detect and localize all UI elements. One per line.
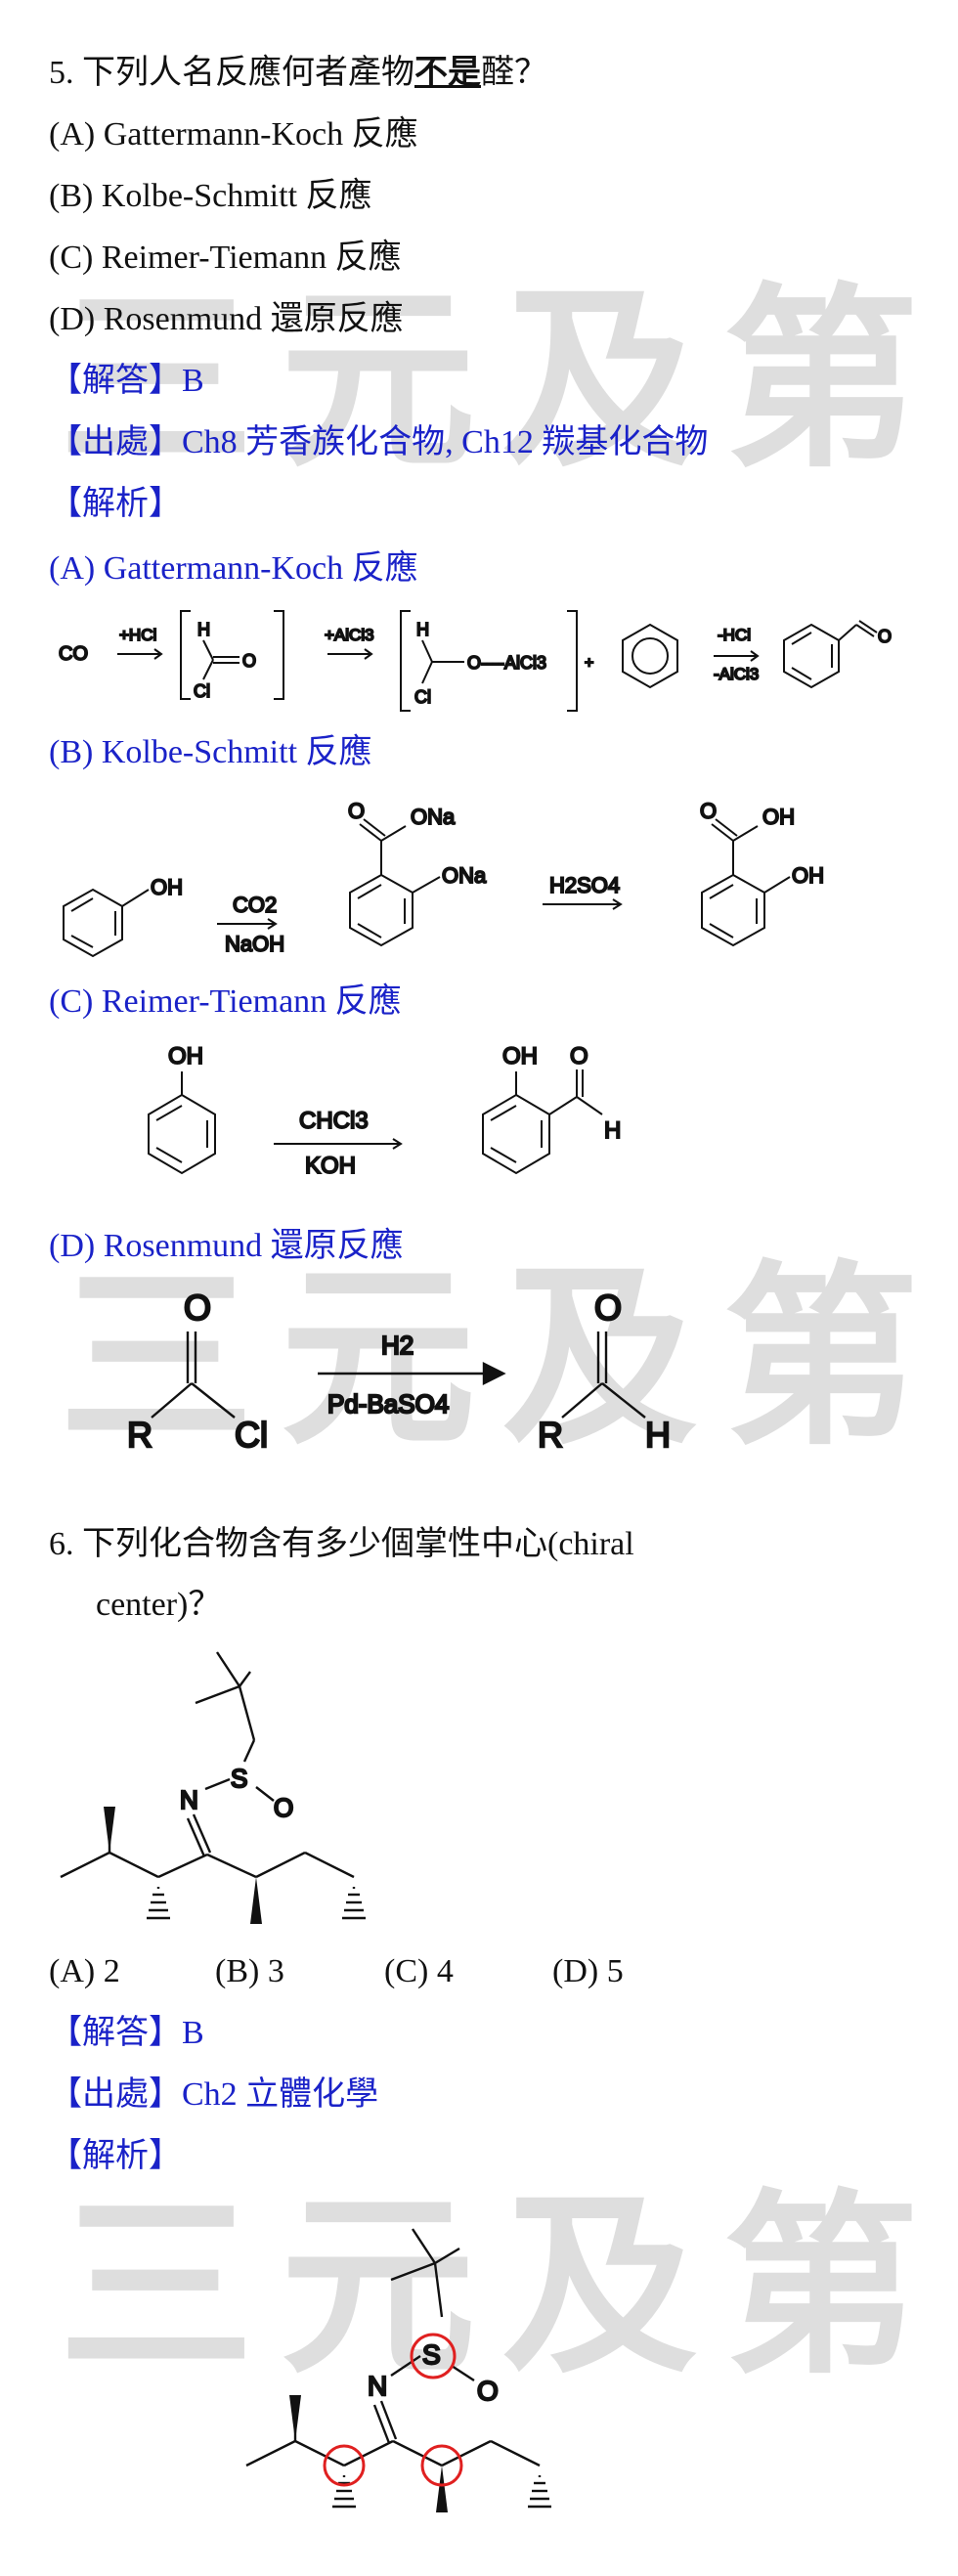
chiral-center-circle [323,2444,366,2487]
heading-rosenmund: (D) Rosenmund 還原反應 [49,1228,404,1264]
svg-text:O: O [184,1288,211,1328]
question-6-molecule: S O N [60,1651,366,1924]
svg-text:O: O [594,1288,622,1328]
svg-text:H: H [604,1117,621,1144]
q6-source-label: 【出處】Ch2 立體化學 [49,2076,379,2113]
svg-text:H: H [197,620,210,639]
watermark: 三元及第 [59,2173,919,2401]
svg-text:R: R [127,1415,152,1455]
option-d: (D) Rosenmund 還原反應 [49,301,404,337]
rosenmund-scheme: O R Cl H2 Pd-BaSO4 O R H [126,1287,672,1456]
q6-answer-label: 【解答】B [49,2015,204,2051]
watermark: 三元及第 [59,267,919,495]
gattermann-koch-scheme: CO +HCl H O Cl +AlCl3 H O----AlCl3 Cl + … [58,610,893,712]
svg-text:H: H [645,1415,671,1455]
svg-text:OH: OH [151,875,183,899]
q6-analysis-molecule: S O N [245,2228,551,2512]
svg-text:CO: CO [59,643,88,665]
reimer-tiemann-scheme: OH CHCl3 KOH OH O H [148,1042,622,1180]
svg-text:OH: OH [168,1043,203,1070]
kolbe-schmitt-scheme: OH CO2 NaOH O ONa ONa H2SO4 O OH OH [63,798,825,958]
heading-reimer-tiemann: (C) Reimer-Tiemann 反應 [49,983,402,1020]
question-6-stem-cont: center)？ [96,1587,222,1623]
analysis-label: 【解析】 [49,486,182,522]
option-b: (B) Kolbe-Schmitt 反應 [49,178,372,214]
svg-text:O: O [477,2376,499,2406]
svg-text:ONa: ONa [442,863,487,888]
svg-text:H2SO4: H2SO4 [549,873,620,897]
q6-option-b: (B) 3 [215,1953,284,1989]
svg-text:-HCl: -HCl [718,626,751,644]
svg-text:Cl: Cl [235,1415,268,1455]
heading-kolbe-schmitt: (B) Kolbe-Schmitt 反應 [49,734,372,770]
svg-text:CHCl3: CHCl3 [299,1108,369,1134]
svg-text:KOH: KOH [305,1153,356,1179]
q6-option-c: (C) 4 [384,1953,454,1989]
answer-label: 【解答】B [49,363,204,399]
svg-text:+: + [585,655,593,672]
svg-text:OH: OH [762,805,795,829]
watermark: 三元及第 [59,1244,919,1472]
svg-text:O: O [274,1793,293,1822]
svg-text:OH: OH [792,863,824,888]
chiral-center-circle [420,2444,463,2487]
svg-text:O----AlCl3: O----AlCl3 [467,653,546,673]
q6-analysis-label: 【解析】 [49,2138,182,2174]
svg-text:O: O [700,799,717,823]
svg-text:H2: H2 [381,1331,414,1360]
svg-text:S: S [231,1764,247,1793]
svg-text:OH: OH [502,1043,538,1070]
svg-text:S: S [422,2339,441,2370]
svg-text:O: O [570,1043,588,1070]
option-c: (C) Reimer-Tiemann 反應 [49,240,402,276]
svg-text:+AlCl3: +AlCl3 [325,626,374,644]
svg-text:N: N [180,1785,198,1814]
question-6-stem: 6. 下列化合物含有多少個掌性中心(chiral [49,1526,634,1562]
svg-text:R: R [538,1415,563,1455]
q6-option-a: (A) 2 [49,1953,120,1989]
chiral-center-circle [410,2333,457,2380]
svg-text:H: H [416,620,429,639]
svg-text:CO2: CO2 [233,893,277,917]
svg-text:-AlCl3: -AlCl3 [714,665,759,683]
svg-text:O: O [348,799,365,823]
option-a: (A) Gattermann-Koch 反應 [49,116,418,153]
svg-text:+HCl: +HCl [119,626,156,644]
svg-text:Cl: Cl [414,687,431,707]
svg-text:O: O [878,627,892,646]
svg-text:N: N [368,2371,387,2401]
q6-option-d: (D) 5 [552,1953,624,1989]
svg-text:NaOH: NaOH [225,932,284,956]
source-label: 【出處】Ch8 芳香族化合物, Ch12 羰基化合物 [49,424,709,460]
heading-gattermann-koch: (A) Gattermann-Koch 反應 [49,550,418,587]
svg-text:Pd-BaSO4: Pd-BaSO4 [327,1389,449,1419]
svg-text:Cl: Cl [194,681,210,701]
emphasis-not: 不是 [414,55,481,91]
question-5-stem: 5. 下列人名反應何者產物不是醛？ [49,55,547,91]
svg-text:ONa: ONa [411,805,456,829]
svg-text:O: O [242,651,256,671]
